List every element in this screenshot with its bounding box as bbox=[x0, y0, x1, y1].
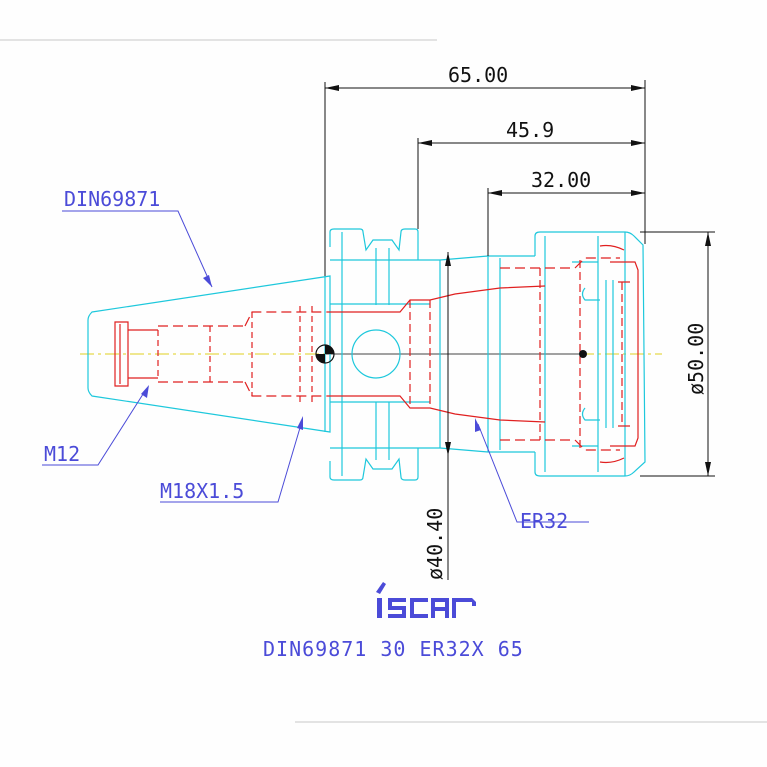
dim-nut-length: 32.00 bbox=[531, 168, 591, 192]
callout-thread-m18: M18X1.5 bbox=[160, 479, 244, 503]
dimension-arrows bbox=[325, 85, 711, 476]
callout-taper-standard: DIN69871 bbox=[64, 187, 160, 211]
dimension-lines bbox=[324, 80, 715, 580]
dim-overall-length: 65.00 bbox=[448, 63, 508, 87]
callout-leaders bbox=[42, 210, 589, 523]
part-designation: DIN69871 30 ER32X 65 bbox=[263, 637, 524, 661]
dim-neck-diameter: ø40.40 bbox=[423, 508, 447, 580]
dim-mid-length: 45.9 bbox=[506, 118, 554, 142]
callout-thread-m12: M12 bbox=[44, 442, 80, 466]
callout-collet-er32: ER32 bbox=[520, 509, 568, 533]
callout-arrowheads bbox=[141, 275, 481, 432]
center-marks bbox=[315, 344, 587, 364]
sheet-border bbox=[0, 39, 767, 723]
internal-bore-hidden-lines bbox=[114, 244, 639, 464]
dim-nut-diameter: ø50.00 bbox=[684, 323, 708, 395]
iscar-logo bbox=[376, 582, 476, 618]
holder-body-outline bbox=[87, 228, 646, 481]
